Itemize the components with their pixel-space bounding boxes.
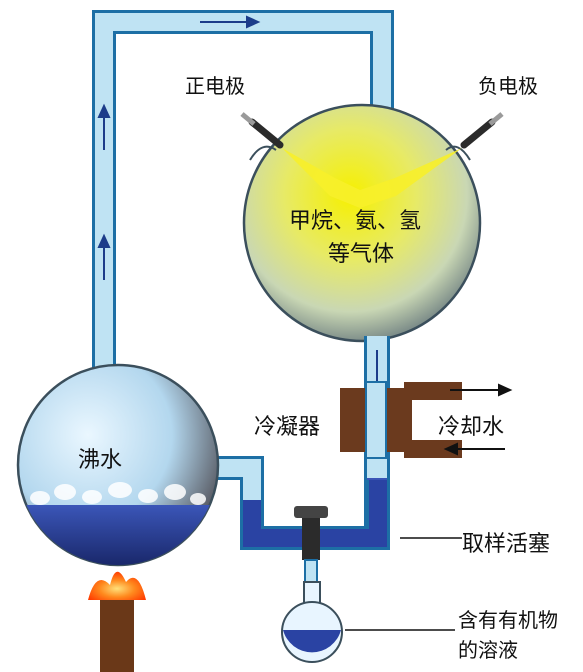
burner <box>88 571 146 672</box>
electric-spark <box>282 148 462 208</box>
organic-solution-label-line2: 的溶液 <box>458 638 518 662</box>
condenser <box>340 381 462 459</box>
organic-solution-label-line1: 含有有机物 <box>458 608 558 632</box>
u-tube <box>205 456 390 550</box>
cooling-water-arrows <box>443 383 513 456</box>
gases-label-line2: 等气体 <box>328 242 395 267</box>
negative-electrode <box>460 112 504 149</box>
condenser-label: 冷凝器 <box>254 415 321 440</box>
cooling-water-label: 冷却水 <box>438 415 505 440</box>
sample-flask <box>281 581 343 663</box>
sampling-stopcock-label: 取样活塞 <box>462 532 551 557</box>
sampling-stopcock <box>294 506 328 583</box>
gases-label-line1: 甲烷、氨、氢 <box>289 209 422 234</box>
positive-electrode <box>240 112 284 149</box>
boiling-water-label: 沸水 <box>78 448 123 473</box>
negative-electrode-label: 负电极 <box>478 74 538 98</box>
flow-arrows-up <box>97 15 261 280</box>
positive-electrode-label: 正电极 <box>185 74 245 98</box>
